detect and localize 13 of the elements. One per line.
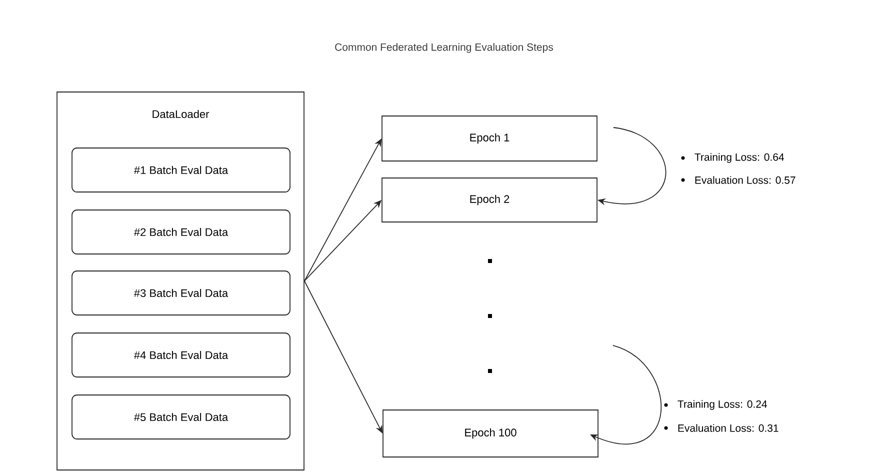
- batch-box: #4 Batch Eval Data: [72, 332, 290, 378]
- title: Common Federated Learning Evaluation Steps: [335, 43, 554, 53]
- bullet-item: Evaluation Loss: 0.31: [678, 424, 778, 432]
- batch-box: #5 Batch Eval Data: [72, 394, 290, 440]
- batch-box: #2 Batch Eval Data: [72, 210, 290, 254]
- epoch-box: Epoch 1: [382, 116, 598, 162]
- batch-box: #1 Batch Eval Data: [72, 148, 290, 192]
- epoch-box: Epoch 100: [382, 410, 598, 458]
- batch-box: #3 Batch Eval Data: [72, 270, 290, 316]
- epoch-box: Epoch 2: [382, 178, 598, 222]
- bullet-item: Training Loss: 0.24: [678, 400, 767, 410]
- bullet-item: Evaluation Loss: 0.57: [695, 176, 796, 184]
- bullet-item: Training Loss: 0.64: [694, 153, 784, 163]
